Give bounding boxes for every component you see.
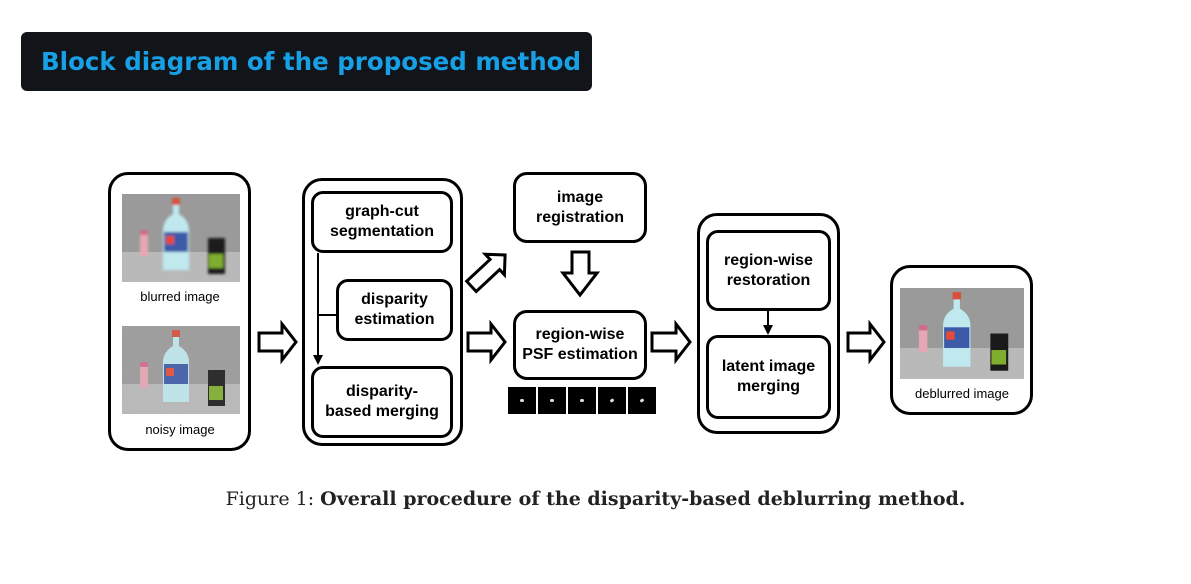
latent-merging-box bbox=[706, 335, 831, 419]
noisy-image-label: noisy image bbox=[145, 422, 215, 437]
psf-kernel bbox=[567, 386, 597, 415]
noisy-image-thumbnail bbox=[122, 326, 240, 414]
figure-caption: Figure 1: Overall procedure of the dispa… bbox=[0, 488, 1191, 510]
disparity-estimation-label: disparity estimation bbox=[354, 291, 435, 328]
image-registration-box bbox=[513, 172, 647, 243]
title-banner: Block diagram of the proposed method bbox=[21, 32, 592, 91]
region-restoration-box bbox=[706, 230, 831, 311]
hollow-arrow-down bbox=[559, 250, 601, 298]
hollow-arrow-right bbox=[650, 319, 692, 365]
arrowhead bbox=[313, 355, 323, 365]
hollow-arrow-right bbox=[466, 319, 507, 365]
hollow-arrow-diagonal bbox=[464, 252, 507, 294]
caption-prefix: Figure 1: bbox=[225, 488, 315, 510]
hollow-arrow-right bbox=[257, 319, 298, 365]
image-registration-label: image registration bbox=[535, 188, 624, 226]
psf-kernel bbox=[597, 386, 627, 415]
disparity-merging-label: disparity-based merging bbox=[325, 383, 439, 420]
title-text: Block diagram of the proposed method bbox=[41, 47, 582, 76]
psf-kernel bbox=[627, 386, 657, 415]
psf-kernel bbox=[537, 386, 567, 415]
region-restoration-label: region-wise restoration bbox=[724, 251, 813, 289]
deblurred-image-thumbnail bbox=[900, 288, 1024, 379]
deblurred-image-label: deblurred image bbox=[915, 386, 1009, 401]
psf-estimation-box bbox=[513, 310, 647, 380]
graph-cut-segmentation-label: graph-cut segmentation bbox=[329, 203, 434, 240]
psf-estimation-label: region-wise PSF estimation bbox=[522, 326, 638, 363]
hollow-arrow-right bbox=[846, 319, 886, 365]
blurred-image-thumbnail bbox=[122, 194, 240, 282]
arrowhead bbox=[763, 325, 773, 335]
latent-merging-label: latent image merging bbox=[721, 358, 816, 395]
disparity-estimation-box bbox=[336, 279, 453, 341]
blurred-image-label: blurred image bbox=[140, 289, 220, 304]
graph-cut-segmentation-box bbox=[311, 191, 453, 253]
caption-text: Overall procedure of the disparity-based… bbox=[320, 488, 966, 510]
psf-kernel bbox=[507, 386, 537, 415]
disparity-merging-box bbox=[311, 366, 453, 438]
